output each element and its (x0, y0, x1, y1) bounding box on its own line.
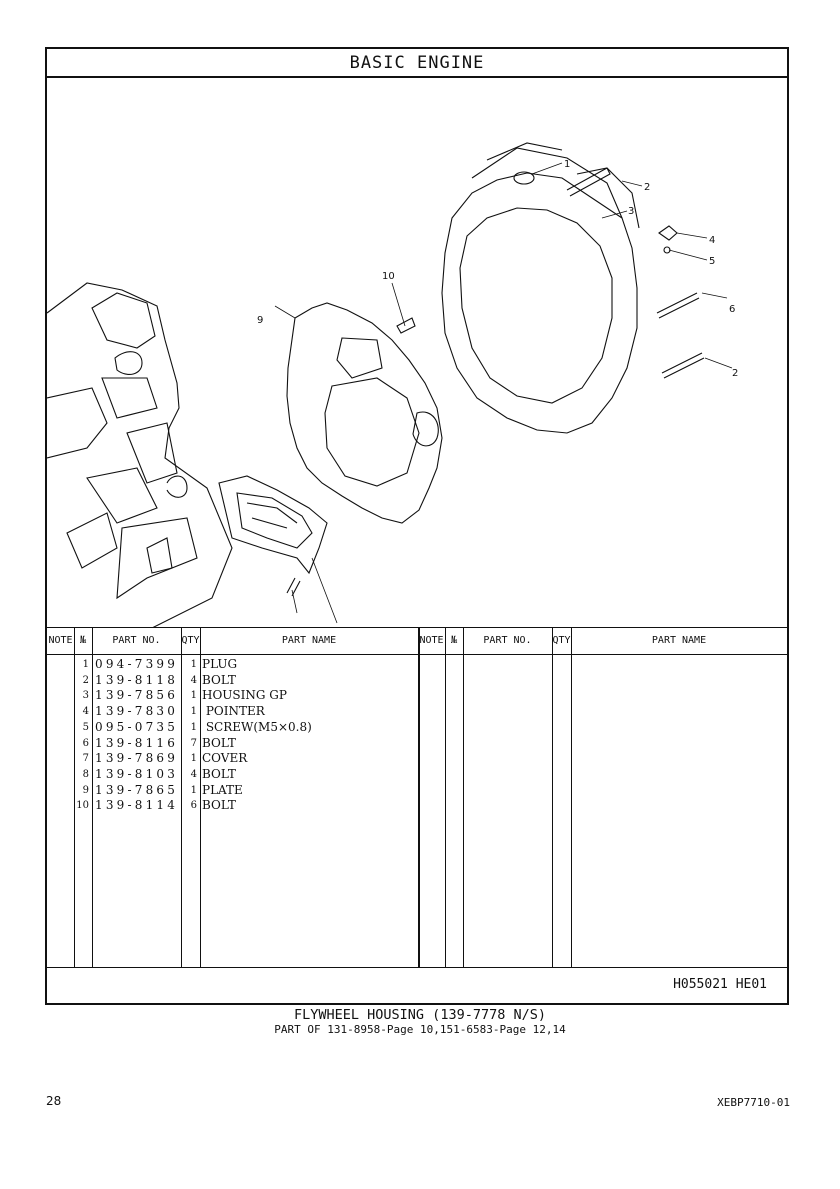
row-part-number: 139-7869 (95, 751, 179, 766)
page-number: 28 (46, 1094, 62, 1108)
row-part-name: COVER (202, 751, 248, 766)
divider (92, 628, 93, 968)
row-item-number: 5 (82, 721, 89, 733)
row-quantity: 1 (190, 706, 197, 718)
bolt-10 (396, 317, 416, 334)
row-item-number: 1 (82, 659, 89, 670)
plate-outline (286, 302, 443, 524)
col-header-no: № (74, 628, 92, 655)
row-part-name: BOLT (202, 672, 236, 687)
divider (181, 628, 182, 968)
illustration-code: H055021 HE01 (673, 977, 767, 992)
row-part-number: 139-7830 (95, 704, 179, 719)
bolt-2-right (661, 352, 705, 379)
col-header-part-name-right: PART NAME (571, 628, 787, 655)
cover-outline (218, 475, 328, 575)
row-quantity: 4 (190, 674, 197, 686)
exploded-view-drawing: 1 2 3 4 5 6 2 7 8 9 10 (46, 142, 738, 641)
row-part-name: PLATE (202, 782, 243, 797)
caption-title: FLYWHEEL HOUSING (139-7778 N/S) (294, 1007, 546, 1023)
row-item-number: 2 (82, 674, 89, 686)
page-title: BASIC ENGINE (47, 49, 787, 78)
divider (200, 628, 201, 968)
bolt-6 (656, 292, 700, 319)
row-part-number: 139-7865 (95, 782, 179, 797)
illustration-code-bar: H055021 HE01 (47, 967, 787, 1003)
row-part-name: POINTER (202, 704, 265, 719)
row-quantity: 1 (190, 659, 197, 670)
row-quantity: 7 (190, 737, 197, 749)
row-part-name: BOLT (202, 798, 236, 813)
row-item-number: 4 (82, 706, 89, 718)
row-item-number: 3 (82, 690, 89, 702)
divider (418, 628, 420, 968)
row-part-number: 139-8114 (95, 798, 179, 813)
engine-block-outline (46, 282, 233, 634)
col-header-qty-right: QTY (552, 628, 571, 655)
bolt-8 (286, 577, 301, 597)
divider (571, 628, 572, 968)
row-part-number: 095-0735 (95, 719, 179, 734)
row-item-number: 9 (82, 784, 89, 796)
row-item-number: 6 (82, 737, 89, 749)
row-part-name: BOLT (202, 735, 236, 750)
row-quantity: 1 (190, 784, 197, 796)
col-header-part-no-right: PART NO. (463, 628, 552, 655)
row-item-number: 8 (82, 768, 89, 780)
divider (552, 628, 553, 968)
row-quantity: 4 (190, 768, 197, 780)
row-part-name: SCREW(M5×0.8) (202, 719, 312, 734)
row-part-name: PLUG (202, 657, 238, 671)
row-part-number: 139-8103 (95, 766, 179, 781)
callout-5: 5 (709, 256, 715, 267)
callout-2-right: 2 (732, 368, 738, 379)
row-quantity: 1 (190, 753, 197, 765)
callout-9: 9 (257, 315, 263, 326)
parts-table: NOTE № PART NO. QTY PART NAME NOTE № PAR… (47, 627, 787, 968)
exploded-view-illustration: 1 2 3 4 5 6 2 7 8 9 10 (46, 78, 787, 641)
row-quantity: 6 (190, 800, 197, 812)
col-header-note-right: NOTE (418, 628, 445, 655)
callout-6: 6 (729, 304, 735, 315)
row-part-number: 139-7856 (95, 688, 179, 703)
row-quantity: 1 (190, 690, 197, 702)
col-header-part-no: PART NO. (92, 628, 181, 655)
row-part-number: 094-7399 (95, 657, 179, 671)
callout-10: 10 (382, 271, 395, 282)
callout-1: 1 (564, 159, 570, 170)
col-header-qty: QTY (181, 628, 200, 655)
divider (463, 628, 464, 968)
housing-outline (441, 172, 638, 434)
divider (445, 628, 446, 968)
row-quantity: 1 (190, 721, 197, 733)
pointer (658, 225, 678, 241)
callout-4: 4 (709, 235, 715, 246)
bolt-2-top (566, 167, 611, 197)
col-header-part-name: PART NAME (200, 628, 418, 655)
caption-subtitle: PART OF 131-8958-Page 10,151-6583-Page 1… (274, 1023, 566, 1036)
parts-sheet-frame: BASIC ENGINE (45, 47, 789, 1005)
row-part-name: BOLT (202, 766, 236, 781)
row-part-number: 139-8118 (95, 672, 179, 687)
document-code: XEBP7710-01 (717, 1096, 790, 1109)
plug (513, 171, 535, 185)
row-part-number: 139-8116 (95, 735, 179, 750)
callout-3: 3 (628, 206, 634, 217)
col-header-no-right: № (445, 628, 463, 655)
callout-2-top: 2 (644, 182, 650, 193)
col-header-note: NOTE (47, 628, 74, 655)
divider (74, 628, 75, 968)
row-item-number: 10 (76, 800, 89, 812)
row-item-number: 7 (82, 753, 89, 765)
row-part-name: HOUSING GP (202, 688, 287, 703)
